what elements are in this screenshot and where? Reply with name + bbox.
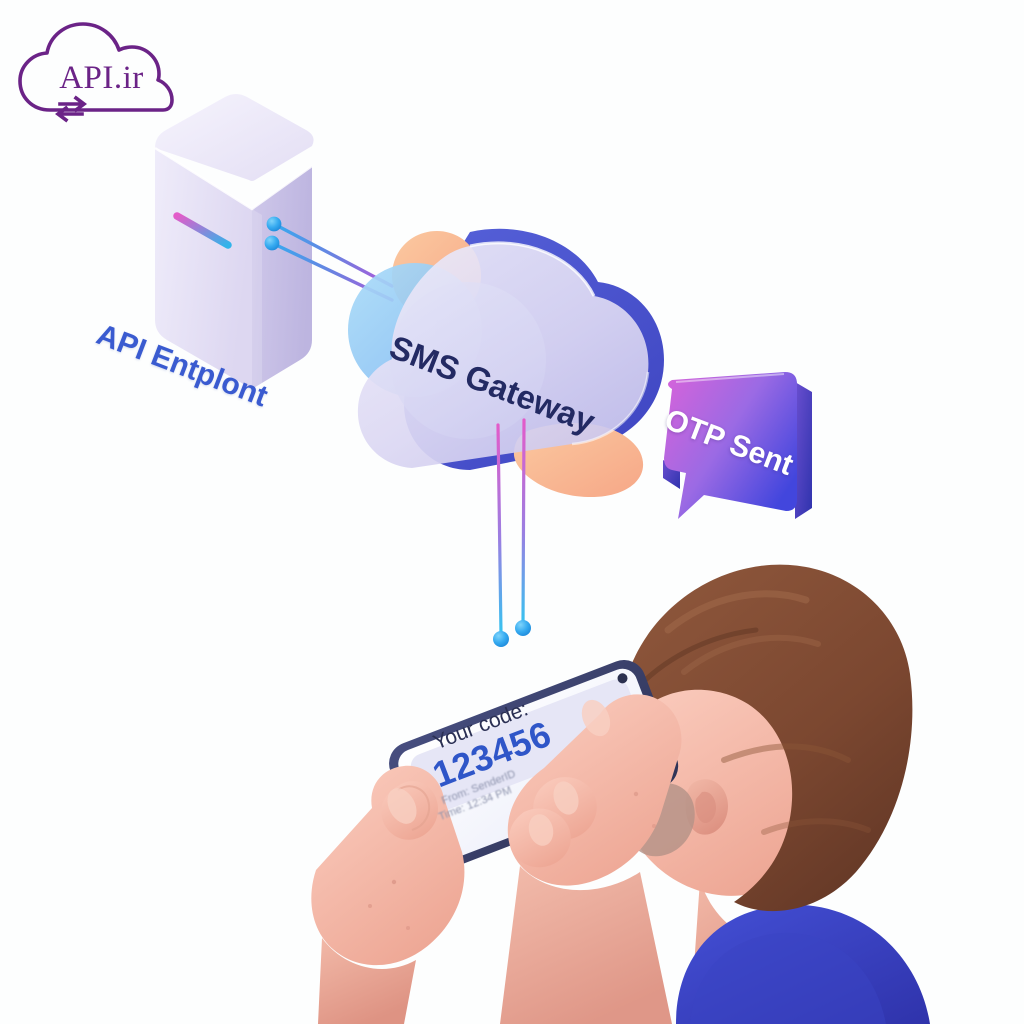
cloud-outline-icon [18, 22, 174, 123]
link-endpoint-dot [493, 631, 509, 647]
link-endpoint-dot [264, 235, 280, 251]
otp-sent-badge [663, 372, 812, 519]
hands [311, 694, 682, 1024]
cloud-to-phone-link [493, 418, 531, 647]
bidirectional-arrow-icon [55, 95, 87, 123]
api-ir-logo[interactable]: API.ir [14, 18, 184, 133]
sms-gateway-cloud [348, 228, 664, 498]
link-endpoint-dot [515, 620, 531, 636]
logo-text: API.ir [59, 60, 144, 96]
link-endpoint-dot [266, 216, 282, 232]
camera-notch-icon [617, 673, 628, 684]
api-endpoint-server [154, 94, 314, 389]
